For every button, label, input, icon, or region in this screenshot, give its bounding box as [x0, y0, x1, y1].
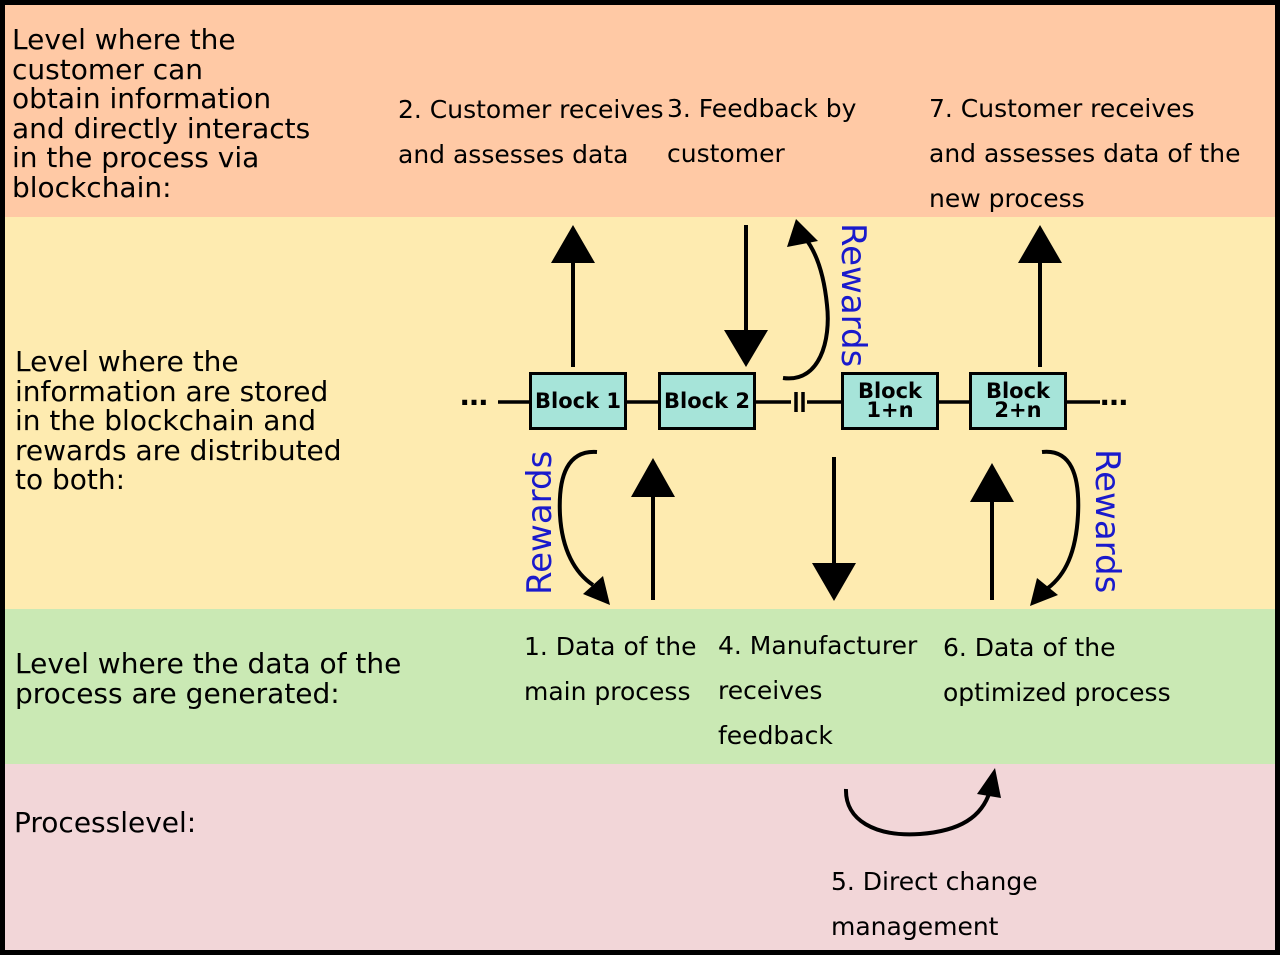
chain-ellipsis-left: …	[460, 379, 490, 412]
chain-links	[498, 392, 1100, 412]
up-arrow-block4-to-step7	[1018, 225, 1062, 367]
chain-ellipsis-right: …	[1100, 379, 1130, 412]
rewards-curve-arrow-right	[1030, 449, 1081, 606]
block-1: Block 1	[529, 372, 627, 430]
down-arrow-block3-to-step4	[812, 457, 856, 601]
step-2-text: 2. Customer receives and assesses data	[398, 95, 664, 169]
rewards-curve-arrow-top	[782, 219, 830, 381]
customer-level-band: Level where the customer can obtain info…	[5, 5, 1275, 217]
rewards-label-top: Rewards	[833, 223, 873, 368]
step-1-text: 1. Data of the main process	[524, 632, 697, 706]
step-7-text: 7. Customer receives and assesses data o…	[929, 94, 1241, 213]
data-level-band: Level where the data of the process are …	[5, 609, 1275, 764]
storage-level-label: Level where the information are stored i…	[15, 345, 342, 496]
rewards-curve-arrow-left	[557, 449, 610, 605]
block-2-plus-n: Block 2+n	[969, 372, 1067, 430]
process-level-label: Processlevel:	[14, 806, 197, 839]
arrows-layer	[498, 219, 1100, 837]
rewards-label-right: Rewards	[1087, 449, 1127, 594]
process-level-band: Processlevel:	[5, 764, 1275, 950]
up-arrow-block1-to-step2	[551, 225, 595, 367]
step-6-text: 6. Data of the optimized process	[943, 633, 1171, 707]
rewards-label-left: Rewards	[520, 450, 560, 595]
data-level-label: Level where the data of the process are …	[15, 647, 402, 710]
block-2: Block 2	[658, 372, 756, 430]
customer-level-label: Level where the customer can obtain info…	[12, 23, 311, 204]
change-management-curve-arrow	[843, 768, 1001, 837]
step-3-text: 3. Feedback by customer	[667, 94, 857, 168]
step-4-text: 4. Manufacturer receives feedback	[718, 631, 918, 750]
up-arrow-step1-to-block2	[631, 458, 675, 600]
step-5-text: 5. Direct change management	[831, 867, 1038, 941]
up-arrow-step6-to-block4	[970, 463, 1014, 600]
block-1-plus-n: Block 1+n	[841, 372, 939, 430]
down-arrow-step3-to-block2	[724, 225, 768, 367]
